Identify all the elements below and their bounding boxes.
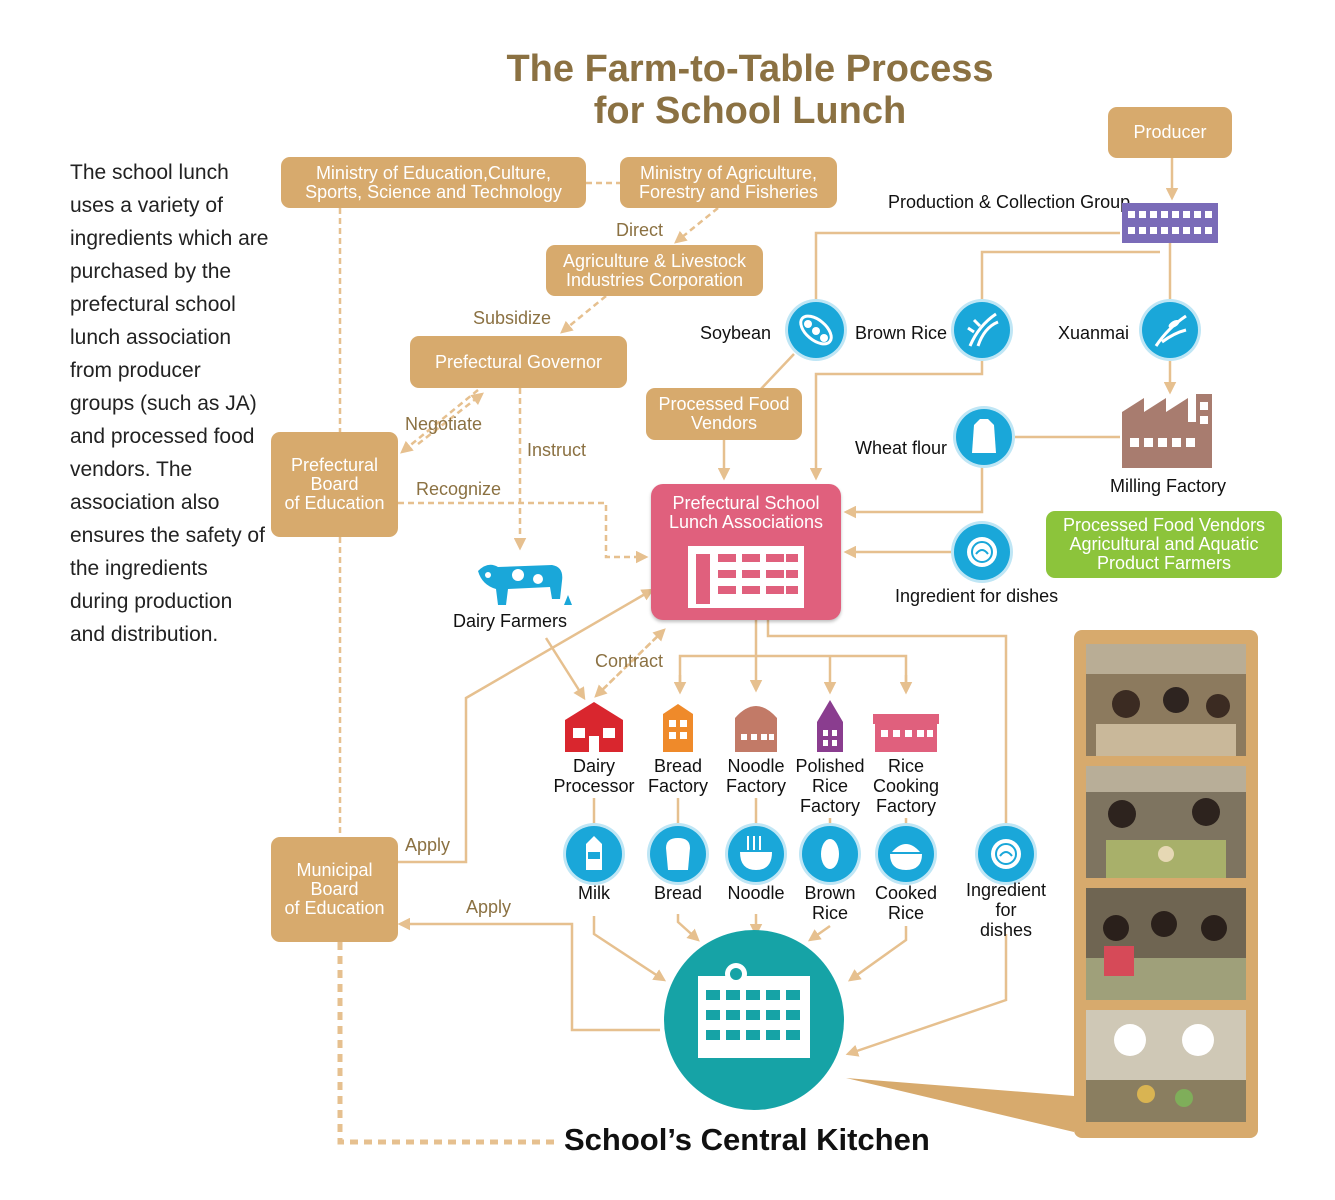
factory-icon-3	[817, 700, 843, 752]
factory-label-3: Polished Rice Factory	[795, 756, 865, 816]
production-group-icon	[1122, 203, 1218, 243]
xuanmai-label: Xuanmai	[1058, 323, 1130, 343]
lunch-photo-3	[1086, 888, 1246, 1000]
brown-rice-label: Brown Rice	[855, 323, 948, 343]
prefectural-governor-box: Prefectural Governor	[410, 336, 627, 388]
factory-label-4: Rice Cooking Factory	[872, 756, 940, 816]
factory-label-2: Noodle Factory	[725, 756, 786, 796]
ministry-education-box: Ministry of Education,Culture, Sports, S…	[281, 157, 586, 208]
processed-vendors-farmers-box: Processed Food Vendors Agricultural and …	[1046, 511, 1282, 578]
edge-label-recognize: Recognize	[416, 479, 502, 499]
rice-grain-icon	[802, 826, 858, 882]
milk-carton-icon	[566, 826, 622, 882]
edge-label-apply-left: Apply	[466, 897, 512, 917]
cow-icon	[478, 564, 572, 605]
association-box: Prefectural School Lunch Associations	[651, 484, 841, 620]
factory-icon-0	[565, 702, 623, 752]
product-label-4: Cooked Rice	[874, 883, 938, 923]
rice-plant-icon	[954, 302, 1010, 358]
dish-icon	[978, 826, 1034, 882]
milling-factory-label: Milling Factory	[1110, 476, 1227, 496]
flour-bag-icon	[956, 409, 1012, 465]
product-label-1: Bread	[653, 883, 703, 903]
production-group-label: Production & Collection Group	[888, 192, 1131, 212]
dairy-farmers-label: Dairy Farmers	[453, 611, 568, 631]
lunch-photo-4	[1086, 1010, 1246, 1122]
lunch-photo-2	[1086, 766, 1246, 878]
wheat-flour-label: Wheat flour	[855, 438, 948, 458]
page-title: The Farm-to-Table Process for School Lun…	[506, 48, 994, 132]
prefectural-board-box: Prefectural Board of Education	[271, 432, 398, 537]
product-label-2: Noodle	[727, 883, 785, 903]
noodle-bowl-icon	[728, 826, 784, 882]
product-label-5: Ingredient for dishes	[965, 880, 1047, 940]
edge-label-instruct: Instruct	[527, 440, 587, 460]
factory-label-1: Bread Factory	[647, 756, 708, 796]
ministry-agriculture-box: Ministry of Agriculture, Forestry and Fi…	[620, 157, 837, 208]
agri-corp-box: Agriculture & Livestock Industries Corpo…	[546, 245, 763, 296]
ingredient-for-dishes-label: Ingredient for dishes	[895, 586, 1059, 606]
intro-text: The school lunch uses a variety of ingre…	[70, 161, 269, 646]
rice-bowl-icon	[878, 826, 934, 882]
edge-label-apply-up: Apply	[405, 835, 451, 855]
soybean-icon	[788, 302, 844, 358]
edge-label-direct: Direct	[616, 220, 664, 240]
edge-label-contract: Contract	[595, 651, 664, 671]
edge-label-subsidize: Subsidize	[473, 308, 552, 328]
edge-label-negotiate: Negotiate	[405, 414, 483, 434]
central-kitchen-icon	[664, 930, 844, 1110]
factory-icon-2	[735, 706, 777, 752]
building-icon	[688, 546, 804, 608]
photo-strip	[1074, 630, 1258, 1138]
ingredient-dish-icon	[954, 524, 1010, 580]
producer-box: Producer	[1108, 107, 1232, 158]
association-label: Prefectural School Lunch Associations	[668, 493, 824, 532]
wheat-icon	[1142, 302, 1198, 358]
product-label-3: Brown Rice	[804, 883, 856, 923]
bread-icon	[650, 826, 706, 882]
product-label-0: Milk	[578, 883, 610, 903]
municipal-board-box: Municipal Board of Education	[271, 837, 398, 942]
central-kitchen-label: School’s Central Kitchen	[564, 1122, 930, 1157]
milling-factory-icon	[1122, 394, 1212, 468]
factory-label-0: Dairy Processor	[553, 756, 635, 796]
processed-food-vendors-box: Processed Food Vendors	[646, 388, 802, 440]
factory-icon-4	[873, 714, 939, 752]
lunch-photo-1	[1086, 644, 1246, 756]
factory-icon-1	[663, 704, 693, 752]
soybean-label: Soybean	[700, 323, 772, 343]
